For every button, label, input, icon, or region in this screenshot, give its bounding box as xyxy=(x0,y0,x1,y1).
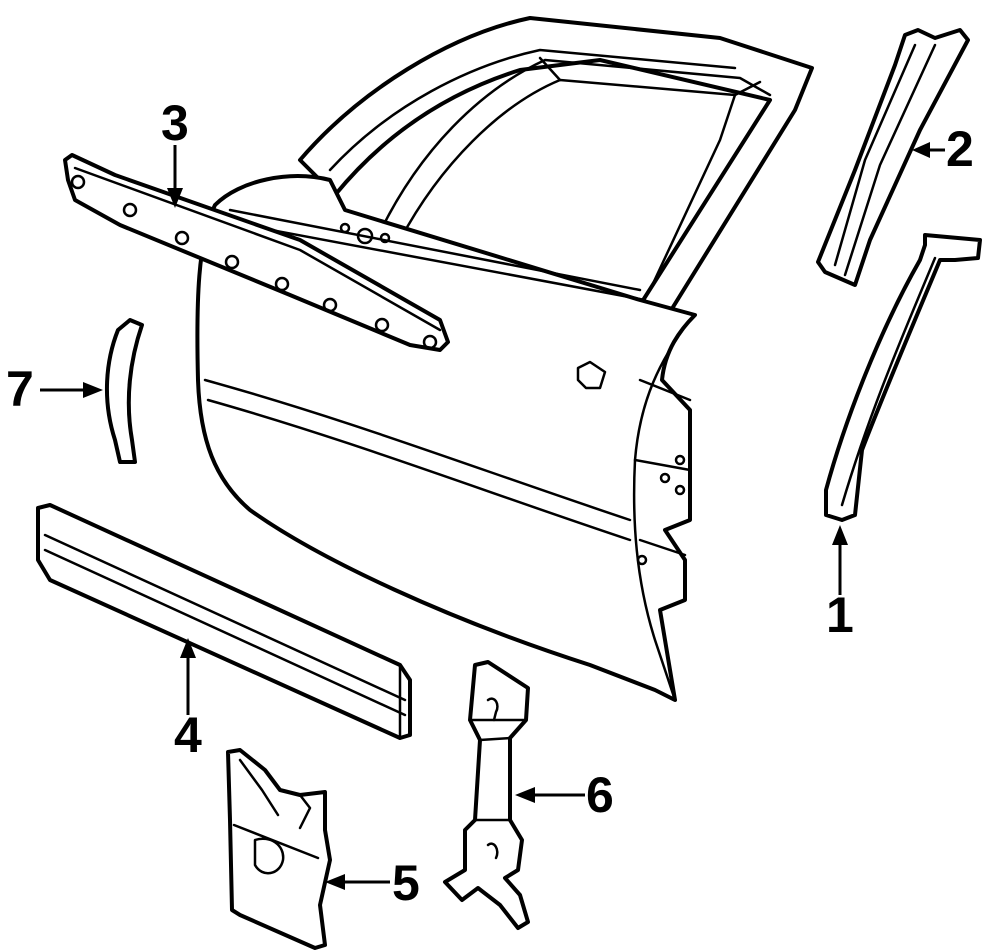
belt-weatherstrip-body xyxy=(63,153,450,352)
callout-leaders xyxy=(40,142,945,890)
callout-1: 1 xyxy=(826,587,854,643)
callout-3: 3 xyxy=(161,95,189,151)
callout-4: 4 xyxy=(174,707,202,763)
arrowhead-6 xyxy=(515,787,535,803)
door-lock-cutout xyxy=(576,360,607,390)
door-window-channel xyxy=(538,56,762,97)
seal-body xyxy=(226,748,332,950)
seal-edge xyxy=(232,823,320,860)
door-shell xyxy=(195,16,814,702)
side-moulding-body xyxy=(36,503,412,740)
arrowhead-3 xyxy=(167,188,183,208)
arrowhead-4 xyxy=(180,638,196,658)
callout-labels: 1 2 3 4 5 6 7 xyxy=(6,95,974,911)
door-hinge-hole xyxy=(674,484,686,496)
part-2-run-channel-upper xyxy=(816,28,970,287)
door-check-edge xyxy=(468,718,528,822)
run-channel-upper-body xyxy=(816,28,970,287)
door-hinge-hole xyxy=(659,472,671,484)
arrowhead-7 xyxy=(83,382,103,398)
part-1-run-channel-lower xyxy=(824,233,982,522)
door-belt-line xyxy=(216,208,647,302)
callout-6: 6 xyxy=(586,767,614,823)
door-hole xyxy=(379,232,391,244)
side-moulding-crease xyxy=(43,533,407,717)
part-3-belt-weatherstrip xyxy=(63,153,450,352)
part-5-seal xyxy=(226,748,332,950)
seal-arm xyxy=(238,758,312,830)
wheel-moulding-body xyxy=(104,318,144,464)
door-hole xyxy=(356,227,374,245)
door-hinge-hole xyxy=(674,454,686,466)
belt-weatherstrip-clips xyxy=(70,174,438,350)
callout-2: 2 xyxy=(946,121,974,177)
door-check-strap xyxy=(443,660,530,930)
callout-7: 7 xyxy=(6,361,34,417)
arrowhead-2 xyxy=(912,142,930,158)
door-rear-flange-inner xyxy=(633,378,692,557)
door-hole xyxy=(339,222,351,234)
door-check-slot xyxy=(486,697,499,860)
run-channel-lower-body xyxy=(824,233,982,522)
part-4-side-moulding xyxy=(36,503,412,740)
belt-weatherstrip-edge xyxy=(73,166,442,332)
arrowhead-1 xyxy=(832,525,848,545)
door-hinge-hole xyxy=(636,554,648,566)
arrowhead-5 xyxy=(325,874,345,890)
run-channel-upper-groove xyxy=(833,43,937,277)
part-7-wheel-moulding xyxy=(104,318,144,464)
door-body-crease xyxy=(203,378,632,542)
callout-5: 5 xyxy=(392,855,420,911)
part-6-door-check xyxy=(443,660,530,930)
run-channel-lower-groove xyxy=(840,256,937,507)
